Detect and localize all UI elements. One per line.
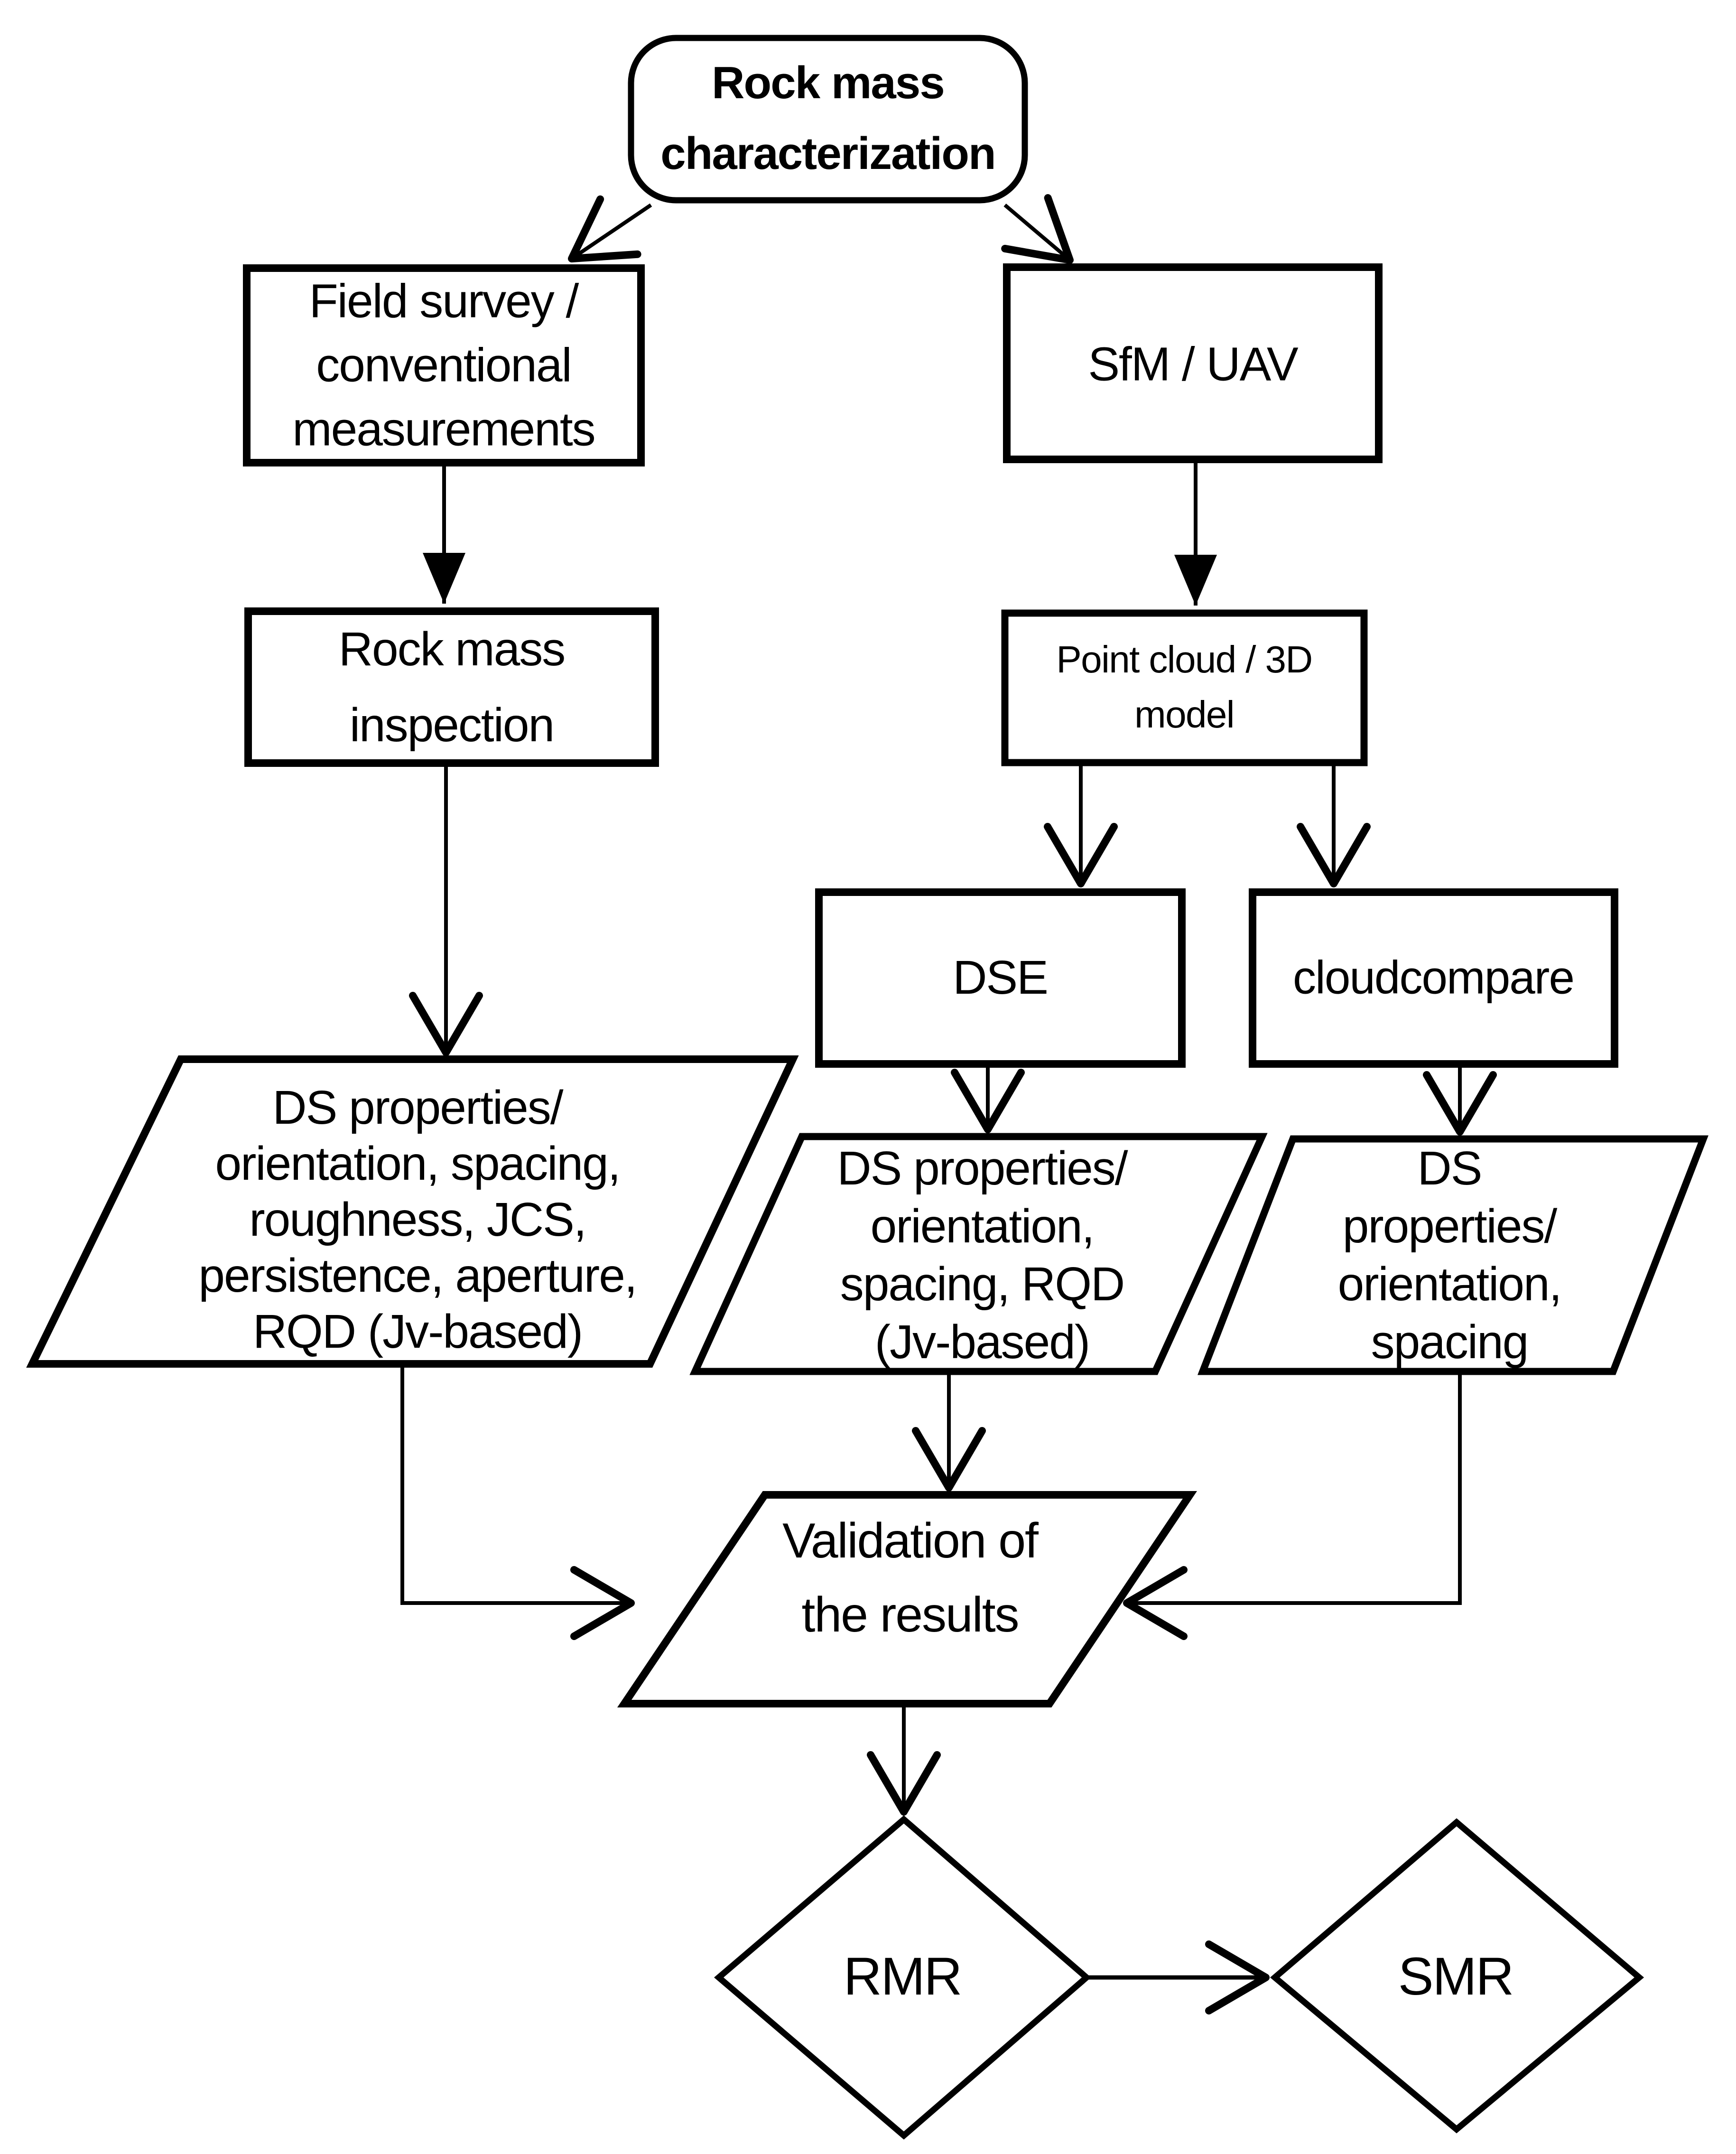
edge-ds-field-validation-arrow bbox=[400, 1365, 635, 1640]
node-smr-shape bbox=[1270, 1818, 1644, 2134]
node-point-cloud-label: Point cloud / 3D model bbox=[1056, 638, 1313, 736]
node-sfm-uav-shape bbox=[1003, 263, 1383, 463]
node-ds-field-label: DS properties/ orientation, spacing, rou… bbox=[198, 1081, 637, 1358]
node-rock-mass-inspection-shape bbox=[244, 607, 659, 767]
node-rmr-shape bbox=[714, 1815, 1091, 2140]
node-validation-shape bbox=[617, 1491, 1198, 1707]
node-field-survey-label: Field survey / conventional measurements bbox=[292, 274, 595, 456]
node-field-survey-shape bbox=[243, 264, 645, 466]
node-point-cloud-shape bbox=[1001, 609, 1368, 766]
node-ds-cloudcompare-label: DS properties/ orientation, spacing bbox=[1337, 1142, 1562, 1369]
node-cloudcompare-label: cloudcompare bbox=[1292, 951, 1575, 1004]
node-ds-dse-shape bbox=[689, 1133, 1268, 1375]
node-rmr-label: RMR bbox=[843, 1946, 963, 2006]
node-rock-mass-characterization-shape bbox=[628, 35, 1028, 204]
edge-title-sfm-uav-arrow bbox=[1001, 194, 1074, 264]
node-smr-label: SMR bbox=[1398, 1946, 1514, 2006]
edge-ds-cloudcompare-validation-arrow bbox=[1123, 1372, 1462, 1640]
node-ds-field-shape bbox=[26, 1055, 799, 1368]
edge-title-field-survey-arrow bbox=[568, 195, 652, 262]
node-dse-shape bbox=[815, 888, 1186, 1068]
node-cloudcompare-shape bbox=[1249, 888, 1618, 1068]
node-rock-mass-inspection-label: Rock mass inspection bbox=[338, 623, 566, 752]
node-rock-mass-characterization-label: Rock mass characterization bbox=[660, 57, 996, 179]
node-sfm-uav-label: SfM / UAV bbox=[1088, 337, 1298, 391]
node-ds-cloudcompare-shape bbox=[1198, 1135, 1708, 1375]
node-ds-dse-label: DS properties/ orientation, spacing, RQD… bbox=[837, 1142, 1128, 1369]
node-validation-label: Validation of the results bbox=[782, 1513, 1039, 1642]
node-dse-label: DSE bbox=[953, 951, 1049, 1004]
